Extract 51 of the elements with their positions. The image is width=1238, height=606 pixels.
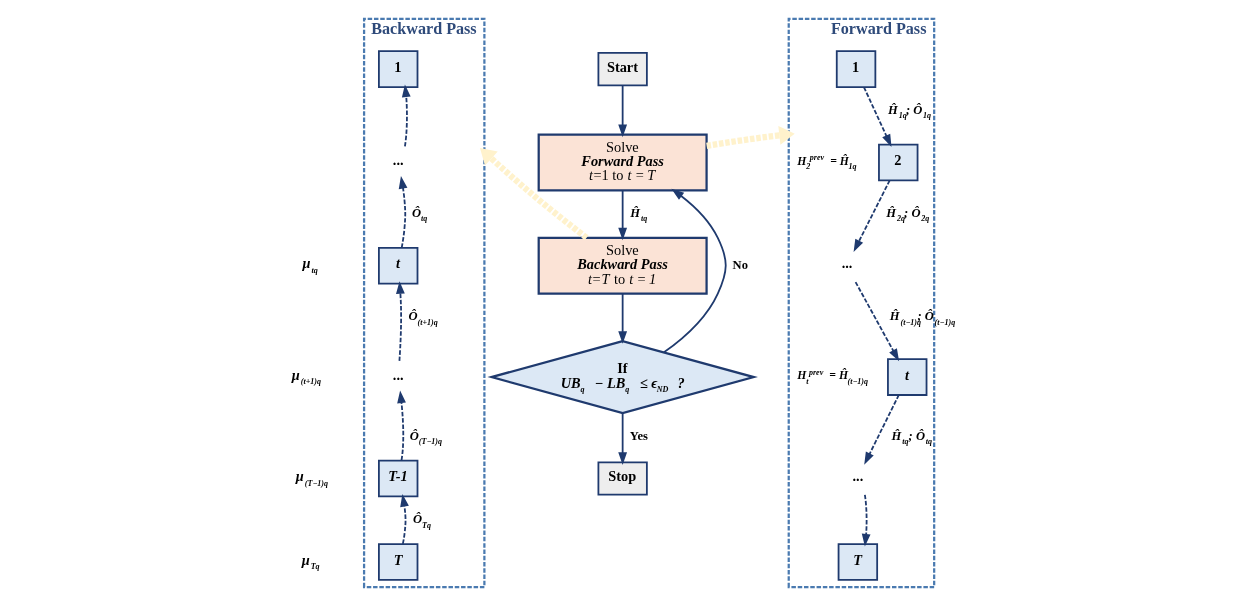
arrow	[398, 176, 407, 249]
node-diamond: If UB$_{q}$ − LB$_{q}$ ≤ ϵ$_{ND}$ ?	[486, 340, 758, 415]
node-text: ...	[851, 468, 863, 485]
edge-label: Ô$_{(t+1)q}$	[408, 309, 438, 327]
node-box: 1	[377, 50, 418, 88]
node-box: 1	[835, 50, 876, 88]
arrow	[705, 125, 795, 150]
node-box: T-1	[377, 459, 418, 498]
edge-label: Ô$_{tq}$	[411, 205, 427, 224]
edge-label: Yes	[629, 428, 648, 443]
arrow	[862, 86, 891, 147]
label: μ$_{(T−1)q}$	[295, 468, 328, 488]
arrow	[617, 189, 627, 241]
node-text: ...	[392, 152, 404, 169]
edge-label: Ô$_{(T−1)q}$	[409, 428, 442, 447]
node-box: 2	[877, 143, 918, 182]
arrow	[401, 84, 411, 148]
node-box: Stop	[597, 461, 648, 496]
node-text: ...	[392, 366, 404, 383]
edge-label: Ô$_{Tq}$	[412, 512, 431, 530]
label: μ$_{(t+1)q}$	[291, 366, 321, 387]
label: μ$_{Tq}$	[301, 551, 320, 572]
edge-label: Ĥ$_{1q}$; Ô$_{1q}$	[887, 102, 931, 121]
node-box: T	[837, 543, 878, 581]
arrow	[617, 412, 627, 465]
edge-label: No	[732, 257, 748, 272]
edge-label: Ĥ$_{tq}$	[629, 205, 647, 224]
node-box: T	[377, 543, 418, 581]
node-text: ...	[841, 255, 852, 272]
arrow	[396, 390, 406, 462]
node-box: Solve Backward Pass t=T to t = 1	[537, 236, 708, 295]
node-box: Solve Forward Pass t=1 to t = T	[537, 133, 708, 192]
arrow	[399, 494, 409, 545]
edge-label: Ĥ$_{2q}$; Ô$_{2q}$	[885, 205, 929, 224]
edge-label: Ĥ$_{(t−1)q}$; Ô$_{(t−1)q}$	[889, 309, 955, 327]
node-box: t	[377, 246, 418, 285]
arrow	[617, 292, 627, 344]
node-box: t	[886, 358, 927, 396]
label: μ$_{tq}$	[302, 255, 318, 275]
arrow	[853, 179, 890, 252]
arrow	[617, 84, 627, 138]
node-box: Start	[597, 52, 648, 87]
edge-label: Ĥ$_{tq}$; Ô$_{tq}$	[891, 428, 932, 447]
arrow	[662, 188, 727, 354]
arrow	[395, 281, 405, 362]
arrow	[854, 281, 899, 362]
arrow	[861, 493, 871, 547]
arrow	[479, 148, 588, 241]
node-label: H$_{2}$$^{prev}$ = Ĥ$_{1q}$	[796, 153, 856, 172]
arrow	[863, 394, 900, 465]
node-label: H$_{t}$$^{prev}$ = Ĥ$_{(t−1)q}$	[796, 367, 868, 386]
